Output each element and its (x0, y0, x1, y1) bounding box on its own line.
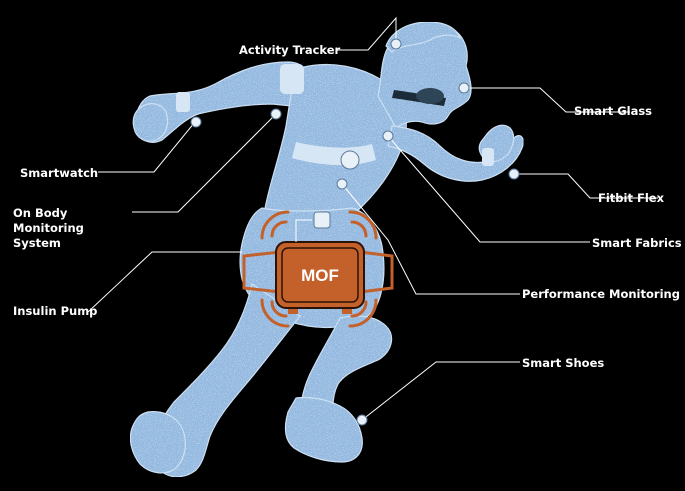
sensor-smart-fabrics (383, 131, 393, 141)
label-smart-shoes: Smart Shoes (522, 356, 604, 371)
sensor-fitbit-flex (509, 169, 519, 179)
sensor-smart-shoes (357, 415, 367, 425)
label-fitbit-flex: Fitbit Flex (598, 191, 664, 206)
sensor-activity-tracker (391, 39, 401, 49)
label-activity-tracker: Activity Tracker (239, 43, 340, 58)
line-insulin-pump (88, 252, 242, 312)
sensor-performance-monitoring (337, 179, 347, 189)
sensor-waist-module (314, 212, 330, 228)
line-smart-shoes (362, 362, 520, 420)
sensor-smart-glass (459, 83, 469, 93)
label-insulin-pump: Insulin Pump (13, 304, 97, 319)
sensor-on-body-monitoring (271, 109, 281, 119)
smart-glass-lens (416, 88, 444, 104)
wristband (176, 92, 190, 112)
sensor-chest-hub (341, 151, 359, 169)
fitbit-band (482, 148, 494, 166)
armband (280, 64, 304, 94)
device-label: MOF (301, 266, 339, 285)
sensor-smartwatch (191, 117, 201, 127)
label-smart-fabrics: Smart Fabrics (592, 236, 682, 251)
label-smart-glass: Smart Glass (574, 104, 652, 119)
label-smartwatch: Smartwatch (20, 166, 98, 181)
label-performance-monitoring: Performance Monitoring (522, 287, 680, 302)
label-on-body-monitoring: On Body Monitoring System (13, 206, 123, 251)
